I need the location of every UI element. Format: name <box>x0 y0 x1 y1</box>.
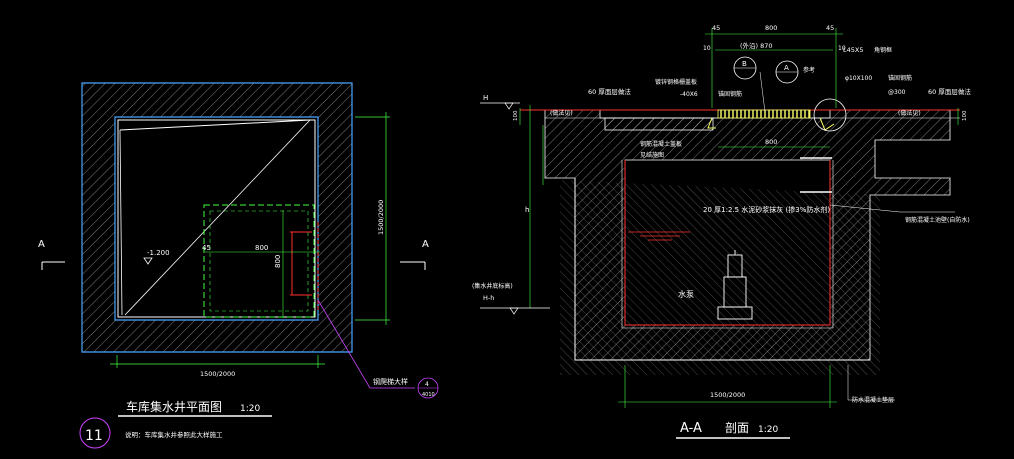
section-layer-right: (做法见) <box>898 109 921 117</box>
plan-level: -1.200 <box>147 249 170 257</box>
section-pump-label: 水泵 <box>678 289 694 299</box>
section-wall-note: 钢筋混凝土池壁(自防水) <box>905 216 970 224</box>
pump-icon <box>717 250 753 320</box>
section-ref-a: A <box>784 64 789 72</box>
section-dim-10-right: 10 <box>838 45 846 52</box>
section-dim-10-left: 10 <box>703 45 711 52</box>
section-bottom-level-2: H-h <box>483 294 494 302</box>
section-h-label: H <box>483 94 488 102</box>
plan-dim-800-v: 800 <box>274 255 282 268</box>
section-angle-label: L45X5 <box>843 46 863 54</box>
section-anchor-note: 锚固钢筋 <box>718 90 742 98</box>
plan-note: 说明：车库集水井参照此大样施工 <box>125 430 223 439</box>
section-grate-note: 镀锌钢格栅盖板 <box>655 78 697 86</box>
section-h-small: h <box>525 206 529 214</box>
plan-scale: 1:20 <box>240 404 260 414</box>
section-layer-left: (做法见) <box>550 109 573 117</box>
section-dim-100-left: 100 <box>513 110 519 121</box>
section-top-45-right: 45 <box>826 24 834 32</box>
plan-section-mark-left: A <box>38 239 45 250</box>
section-dim-100-right: 100 <box>962 110 968 121</box>
section-anchor-size: φ10X100 <box>845 75 872 82</box>
section-dim-bottom: 1500/2000 <box>710 391 745 399</box>
section-angle-note: 角钢框 <box>874 46 892 54</box>
section-anchor-spacing-note: 锚固钢筋 <box>888 74 912 82</box>
plan-ladder-label: 钢爬梯大样 <box>373 377 408 386</box>
section-slab-note-1: 钢筋混凝土盖板 <box>640 140 682 148</box>
plan-detail-number: 11 <box>85 428 103 444</box>
section-grate-size: -40X6 <box>680 91 698 98</box>
plan-view: 45 800 800 -1.200 A A 1500/2000 1500/200… <box>38 82 439 449</box>
plan-title: 车库集水井平面图 <box>126 399 222 414</box>
section-top-45-left: 45 <box>712 24 720 32</box>
plan-ladder-ref-num: 4 <box>425 381 429 388</box>
section-base-note: 防水混凝土垫层 <box>852 396 894 404</box>
section-slab-note-2: 见结施图 <box>640 151 664 159</box>
section-view: 水泵 45 800 45 10 (外沿) 870 10 L45X5 角钢框 B … <box>472 24 971 439</box>
section-top-800: 800 <box>765 24 777 32</box>
section-floor-left: 60 厚面层做法 <box>588 87 631 96</box>
section-floor-right: 60 厚面层做法 <box>928 87 971 96</box>
plan-dim-45: 45 <box>202 244 211 252</box>
section-dim-870: (外沿) 870 <box>740 41 773 50</box>
section-dim-800-mid: 800 <box>765 138 777 146</box>
plan-ladder-ref-page: 4010 <box>422 392 435 398</box>
plan-wall <box>81 82 353 353</box>
section-ref-b: B <box>742 60 747 68</box>
section-ref-note: 参考 <box>803 66 815 74</box>
section-title: A-A <box>680 421 702 436</box>
plan-dim-bottom: 1500/2000 <box>200 370 235 378</box>
plan-dim-800: 800 <box>255 244 268 252</box>
section-bottom-level-1: (集水井底标高) <box>472 282 513 290</box>
section-title-suffix: 剖面 <box>725 421 749 435</box>
plan-dim-right: 1500/2000 <box>377 200 385 235</box>
section-scale: 1:20 <box>758 425 778 435</box>
plan-section-mark-right: A <box>422 239 429 250</box>
section-anchor-spacing: @300 <box>888 89 906 96</box>
section-mortar-note: 20 厚1:2.5 水泥砂浆抹灰 (掺3%防水剂) <box>703 205 830 214</box>
